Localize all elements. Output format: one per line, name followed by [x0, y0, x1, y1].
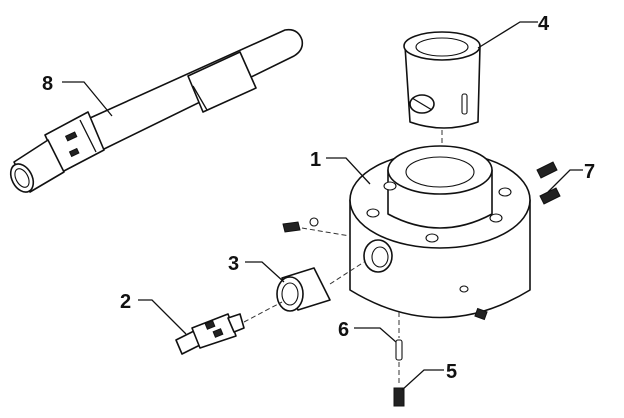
side-screw — [282, 217, 351, 237]
bushing-part-3 — [276, 267, 331, 312]
label-part-7: 7 — [584, 161, 595, 183]
main-body-part-1 — [349, 145, 531, 321]
sleeve-part-4 — [403, 31, 481, 129]
screw-part-5 — [393, 387, 405, 407]
label-part-6: 6 — [338, 319, 349, 341]
label-part-4: 4 — [538, 13, 550, 35]
extension-bar-part-8 — [9, 28, 304, 193]
label-part-2: 2 — [120, 291, 131, 313]
label-part-8: 8 — [42, 73, 53, 95]
axis-line-pin — [243, 301, 283, 323]
label-part-1: 1 — [310, 149, 321, 171]
label-part-3: 3 — [228, 253, 239, 275]
leader-lines — [62, 21, 583, 391]
set-screws-part-7 — [536, 161, 561, 205]
axis-line-bushing — [329, 261, 365, 285]
dowel-pin-part-6 — [395, 339, 403, 361]
adapter-pin-part-2 — [175, 313, 245, 355]
label-part-5: 5 — [446, 361, 457, 383]
